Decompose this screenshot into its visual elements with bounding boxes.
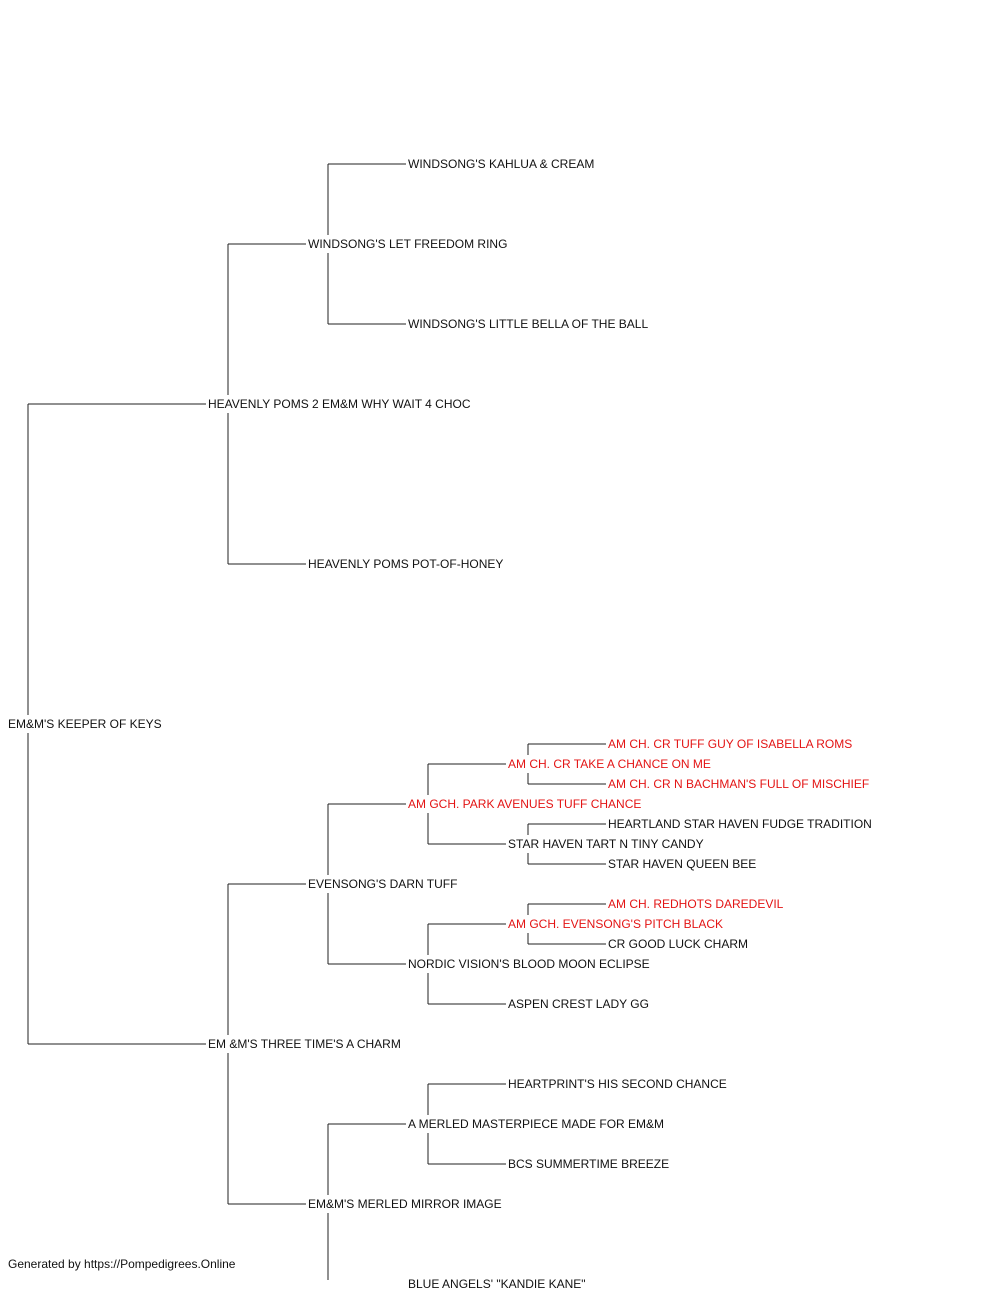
pedigree-node-gen3: NORDIC VISION'S BLOOD MOON ECLIPSE (408, 957, 652, 971)
pedigree-node-gen1: EM &M'S THREE TIME'S A CHARM (208, 1037, 403, 1051)
pedigree-node-gen2: EM&M'S MERLED MIRROR IMAGE (308, 1197, 504, 1211)
pedigree-node-gen1: HEAVENLY POMS 2 EM&M WHY WAIT 4 CHOC (208, 397, 473, 411)
pedigree-node-gen3: BLUE ANGELS' "KANDIE KANE" (408, 1277, 588, 1291)
pedigree-node-gen0: EM&M'S KEEPER OF KEYS (8, 717, 164, 731)
pedigree-node-gen3: AM GCH. PARK AVENUES TUFF CHANCE (408, 797, 644, 811)
pedigree-node-gen2: EVENSONG'S DARN TUFF (308, 877, 460, 891)
pedigree-node-gen4: BCS SUMMERTIME BREEZE (508, 1157, 672, 1171)
pedigree-node-gen4: AM CH. CR TAKE A CHANCE ON ME (508, 757, 713, 771)
pedigree-node-gen3: WINDSONG'S KAHLUA & CREAM (408, 157, 597, 171)
pedigree-node-gen4: HEARTPRINT'S HIS SECOND CHANCE (508, 1077, 729, 1091)
pedigree-node-gen4: AM GCH. EVENSONG'S PITCH BLACK (508, 917, 725, 931)
pedigree-node-gen5: HEARTLAND STAR HAVEN FUDGE TRADITION (608, 817, 874, 831)
pedigree-node-gen5: AM CH. CR TUFF GUY OF ISABELLA ROMS (608, 737, 855, 751)
pedigree-node-gen5: STAR HAVEN QUEEN BEE (608, 857, 759, 871)
footer-credit: Generated by https://Pompedigrees.Online (8, 1257, 236, 1271)
pedigree-node-gen5: CR GOOD LUCK CHARM (608, 937, 751, 951)
pedigree-node-gen3: WINDSONG'S LITTLE BELLA OF THE BALL (408, 317, 651, 331)
pedigree-node-gen4: ASPEN CREST LADY GG (508, 997, 651, 1011)
pedigree-node-gen2: WINDSONG'S LET FREEDOM RING (308, 237, 510, 251)
pedigree-node-gen2: HEAVENLY POMS POT-OF-HONEY (308, 557, 506, 571)
pedigree-node-gen5: AM CH. CR N BACHMAN'S FULL OF MISCHIEF (608, 777, 872, 791)
pedigree-node-gen5: AM CH. REDHOTS DAREDEVIL (608, 897, 786, 911)
pedigree-node-gen4: STAR HAVEN TART N TINY CANDY (508, 837, 706, 851)
pedigree-node-gen3: A MERLED MASTERPIECE MADE FOR EM&M (408, 1117, 667, 1131)
